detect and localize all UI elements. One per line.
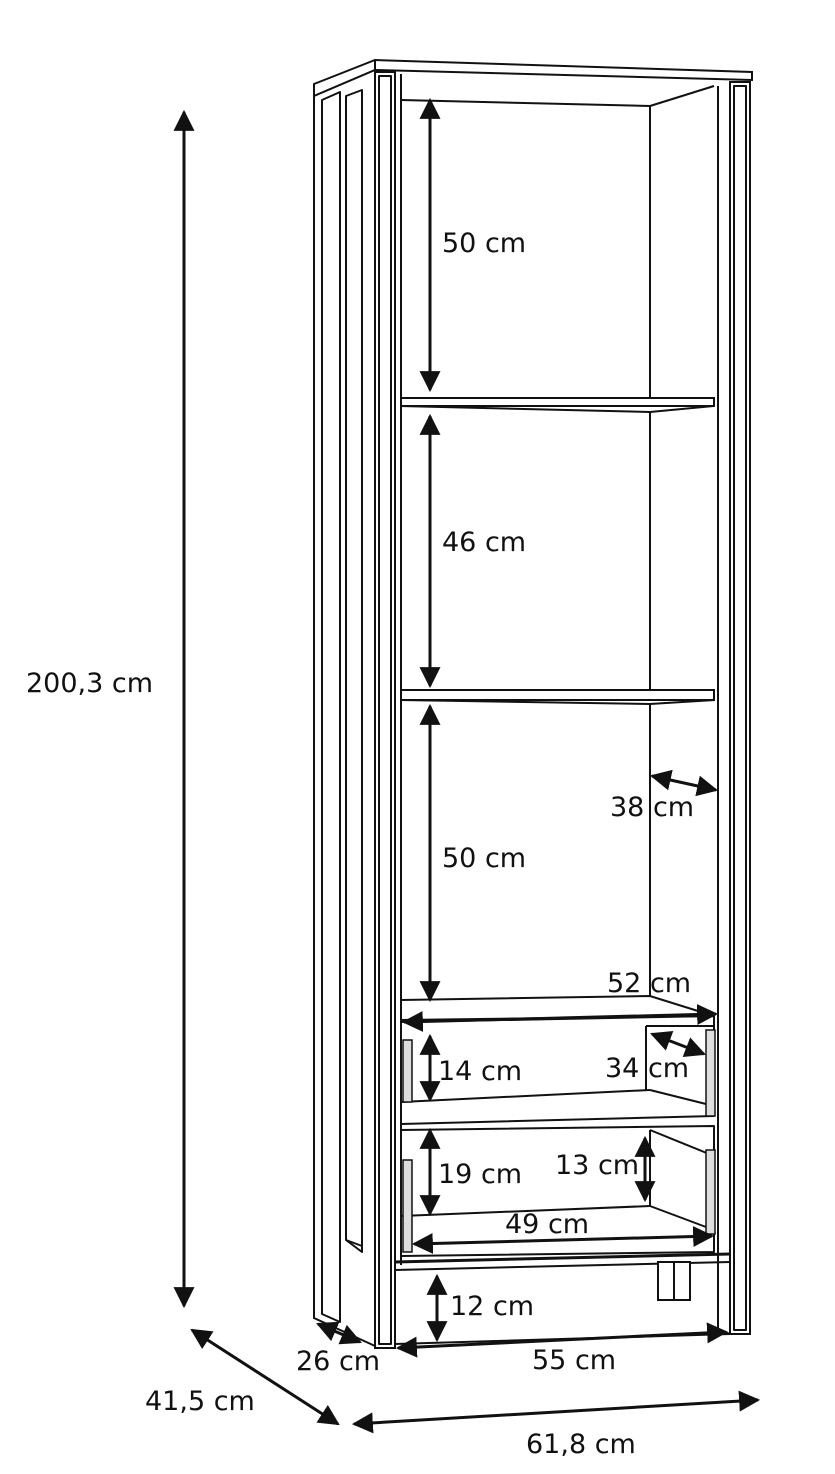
label-drawer-upper-height: 14 cm	[438, 1056, 522, 1087]
dimension-arrows	[173, 97, 761, 1434]
label-drawer-inner-height: 13 cm	[555, 1150, 639, 1181]
label-height-total: 200,3 cm	[26, 668, 153, 699]
label-shelf-middle-gap: 46 cm	[442, 527, 526, 558]
label-shelf-top-gap: 50 cm	[442, 228, 526, 259]
label-inner-width: 55 cm	[532, 1345, 616, 1376]
label-width-total: 61,8 cm	[526, 1429, 636, 1460]
label-inner-depth: 38 cm	[610, 792, 694, 823]
label-shelf-lower-gap: 50 cm	[442, 843, 526, 874]
cabinet-outline	[313, 58, 753, 1349]
label-drawer-inner-width: 49 cm	[505, 1209, 589, 1240]
label-drawer-lower-height: 19 cm	[438, 1159, 522, 1190]
label-drawer-depth: 34 cm	[605, 1053, 689, 1084]
label-side-depth: 26 cm	[296, 1346, 380, 1377]
label-depth-total: 41,5 cm	[145, 1386, 255, 1417]
label-drawer-width: 52 cm	[607, 968, 691, 999]
label-plinth-height: 12 cm	[450, 1291, 534, 1322]
